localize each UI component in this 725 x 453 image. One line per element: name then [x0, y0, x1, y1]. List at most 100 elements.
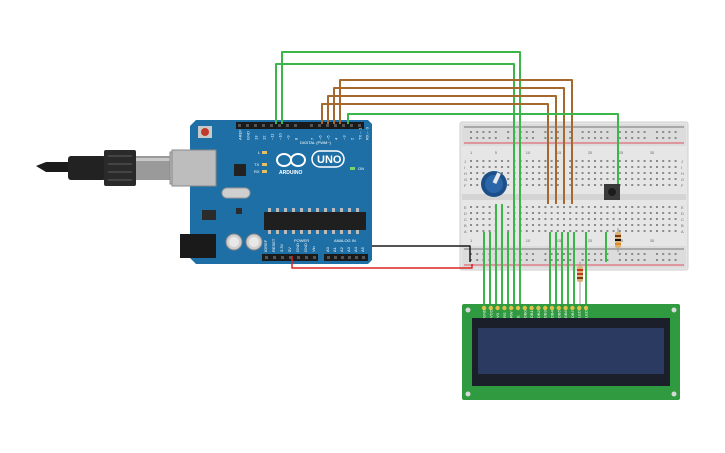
lcd-pin[interactable] — [529, 305, 534, 311]
digital-pin-label: 4 — [334, 137, 339, 140]
push-button[interactable] — [604, 184, 620, 200]
row-letter: I — [464, 165, 465, 170]
row-letter: F — [681, 183, 684, 188]
lcd-pin-label: E — [516, 315, 521, 318]
usb-chip — [234, 164, 246, 176]
lcd-pin-label: DB5 — [556, 309, 561, 318]
pulldown-resistor — [615, 228, 621, 252]
power-header-label: POWER — [294, 238, 309, 243]
lcd-pin[interactable] — [502, 305, 507, 311]
regulator — [202, 210, 216, 220]
column-number: 10 — [526, 150, 531, 155]
arduino-logo: ARDUINO — [276, 153, 306, 176]
digital-pin-label: TX→ 1 — [358, 127, 363, 140]
led-label-rx: RX — [254, 169, 260, 174]
analog-pin-label: A1 — [332, 246, 337, 252]
wires — [275, 51, 619, 306]
wire-green-button — [347, 113, 619, 184]
column-number: 15 — [557, 238, 562, 243]
analog-pin-label: A5 — [360, 246, 365, 252]
digital-pin-label: AREF — [238, 129, 243, 140]
digital-pin-label: RX← 0 — [365, 126, 370, 140]
atmega-chip — [264, 212, 366, 230]
lcd-screen — [478, 328, 664, 374]
digital-pin-label: ~3 — [342, 135, 347, 140]
row-letter: G — [464, 177, 467, 182]
lcd-pin[interactable] — [488, 305, 493, 311]
lcd-pin-label: GND — [482, 309, 487, 318]
wire-brown-db5 — [327, 95, 557, 204]
lcd-pin[interactable] — [543, 305, 548, 311]
digital-pin-label: 12 — [262, 135, 267, 140]
digital-pin-label: GND — [246, 131, 251, 140]
digital-pin-label: 7 — [310, 137, 315, 140]
row-letter: A — [464, 229, 467, 234]
lcd-pin[interactable] — [556, 305, 561, 311]
lcd-pin[interactable] — [583, 305, 589, 311]
wire-green-rs — [275, 63, 515, 306]
analog-header-label: ANALOG IN — [334, 238, 356, 243]
lcd-pin[interactable] — [509, 305, 514, 311]
row-letter: A — [681, 229, 684, 234]
row-letter: E — [464, 205, 467, 210]
crystal-oscillator — [221, 187, 251, 199]
lcd-pin[interactable] — [549, 305, 555, 311]
row-letter: F — [464, 183, 467, 188]
potentiometer[interactable] — [481, 171, 507, 197]
row-letter: H — [464, 171, 467, 176]
power-pin-label: 3.3V — [279, 243, 284, 252]
lcd-pin[interactable] — [481, 305, 487, 311]
lcd-pin[interactable] — [577, 305, 582, 311]
digital-pin-label: ~5 — [326, 135, 331, 140]
column-number: 1 — [470, 238, 473, 243]
usb-port — [171, 149, 217, 187]
lcd-pin-label: VCC — [488, 309, 493, 318]
column-number: 1 — [470, 150, 473, 155]
backlight-resistor — [577, 262, 583, 306]
lcd-pin[interactable] — [522, 305, 527, 311]
power-pin-label: Vin — [311, 246, 316, 252]
lcd-pin[interactable] — [563, 305, 568, 311]
led-label-on: ON — [358, 166, 364, 171]
column-number: 20 — [588, 238, 593, 243]
power-pin-label: 5V — [287, 247, 292, 252]
column-number: 15 — [557, 150, 562, 155]
analog-header — [324, 254, 368, 261]
lcd-pin-label: LED — [577, 310, 582, 318]
row-letter: H — [681, 171, 684, 176]
digital-pin-label: 2 — [350, 137, 355, 140]
analog-pin-label: A2 — [339, 246, 344, 252]
wire-red-5v — [291, 256, 473, 269]
column-number: 10 — [526, 238, 531, 243]
lcd-pin-label: DB3 — [543, 309, 548, 318]
lcd-pin-label: RS — [502, 312, 507, 318]
lcd-pin[interactable] — [515, 305, 521, 311]
column-number: 20 — [588, 150, 593, 155]
power-pin-label: IOREF — [263, 239, 268, 252]
wire-brown-db7 — [339, 79, 573, 204]
lcd-pin[interactable] — [536, 305, 541, 311]
lcd-pin-label: DB6 — [563, 309, 568, 318]
lcd-pin-label: V0 — [495, 312, 500, 318]
lcd-pin-label: DB2 — [536, 309, 541, 318]
row-letter: B — [464, 223, 467, 228]
lcd-pin[interactable] — [570, 305, 575, 311]
column-number: 30 — [650, 150, 655, 155]
row-letter: I — [681, 165, 682, 170]
digital-pin-label: 13 — [254, 135, 259, 140]
row-letter: D — [464, 211, 467, 216]
power-pin-label: GND — [303, 243, 308, 252]
column-number: 25 — [619, 238, 624, 243]
power-pin-label: GND — [295, 243, 300, 252]
column-number: 30 — [650, 238, 655, 243]
row-letter: C — [464, 217, 467, 222]
wire-brown-db6 — [333, 87, 565, 204]
column-number: 5 — [495, 150, 498, 155]
row-letter: C — [681, 217, 684, 222]
lcd-pin[interactable] — [495, 305, 500, 311]
